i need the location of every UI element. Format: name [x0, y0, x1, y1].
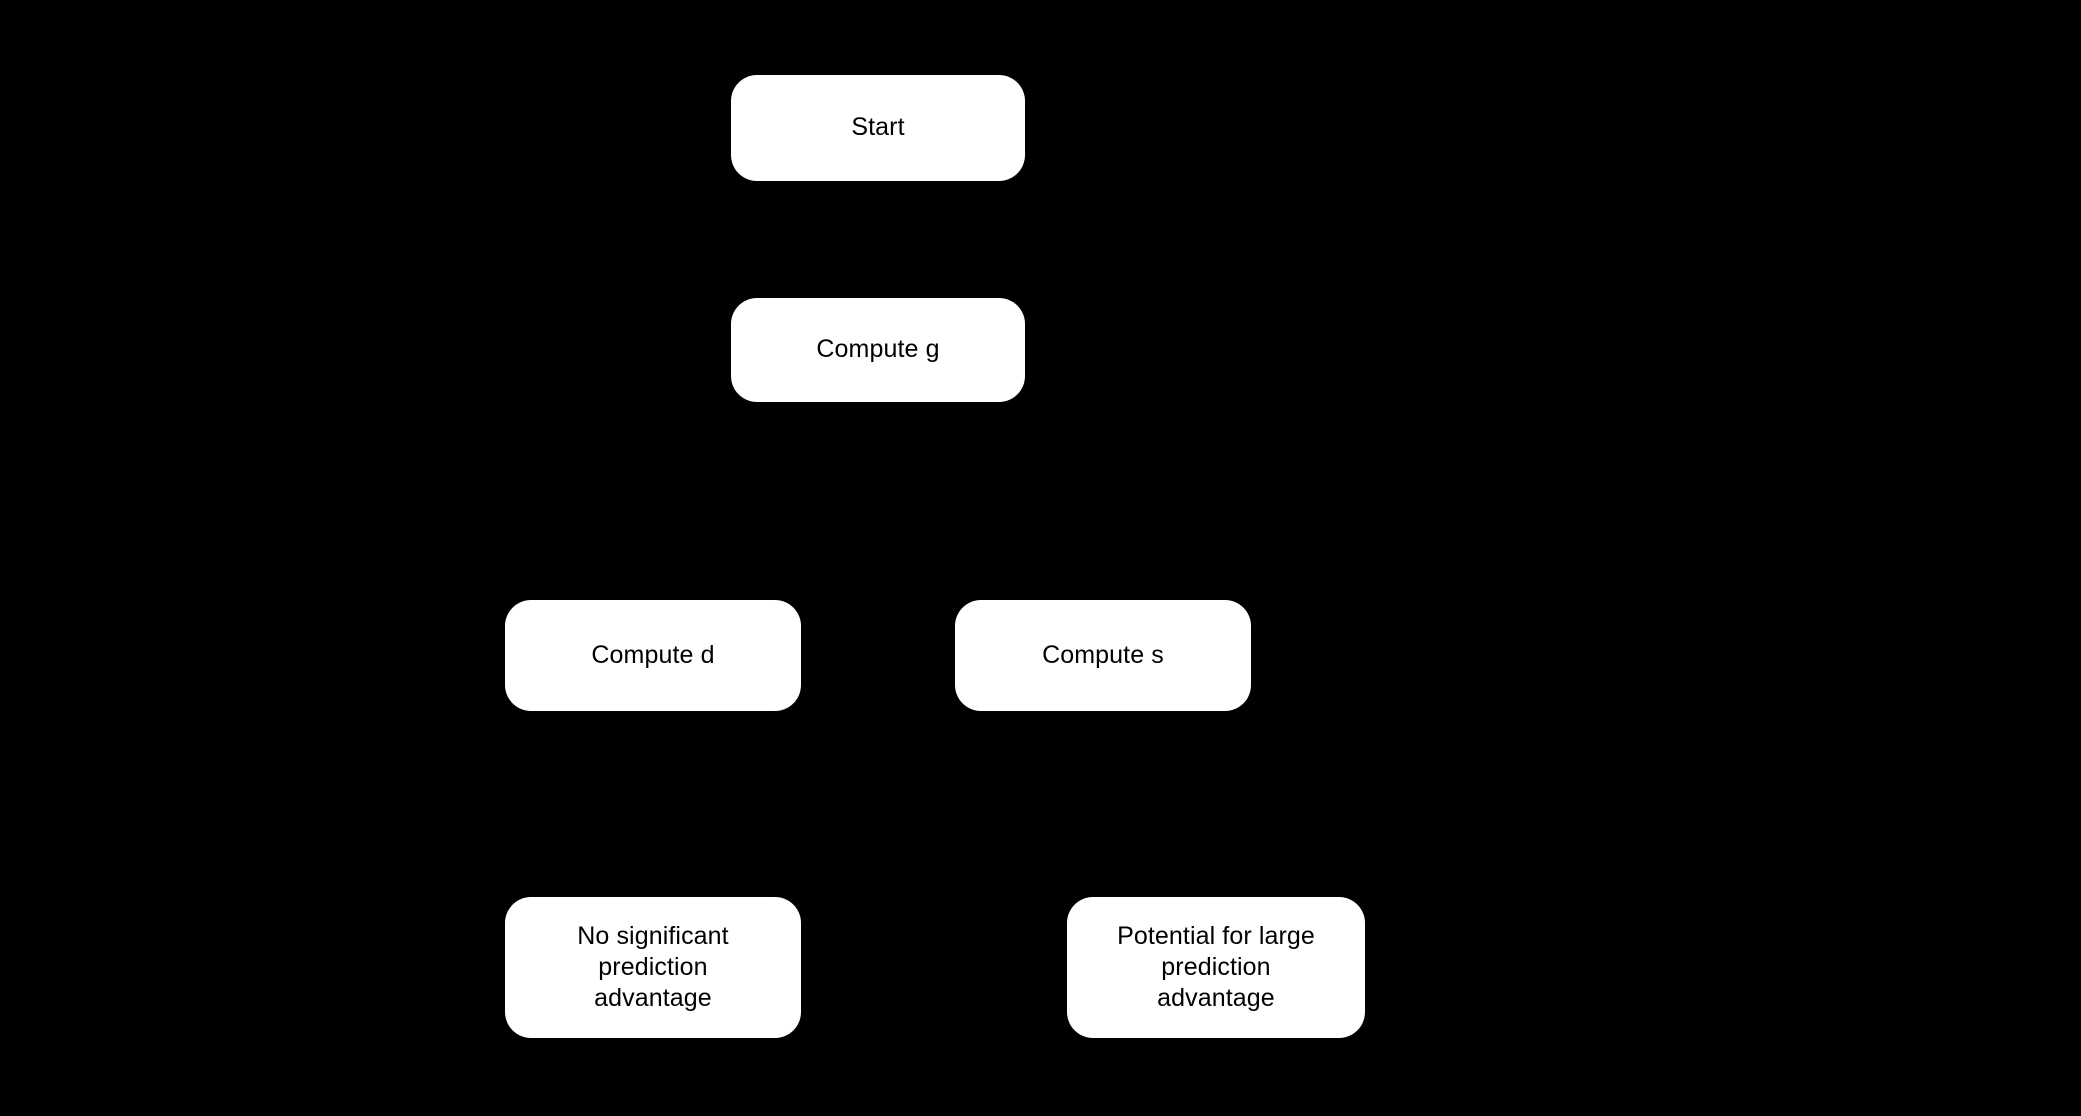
node-start[interactable]: Start [731, 75, 1025, 181]
edge-compute-s-to-large-advantage [1101, 710, 1207, 890]
node-potential-for-large-prediction-advantage[interactable]: Potential for large prediction advantage [1067, 897, 1365, 1038]
node-start-label: Start [851, 113, 905, 142]
arrowhead-compute-s-to-large-advantage [1197, 881, 1210, 897]
edge-compute-g-to-compute-d [663, 401, 837, 593]
node-potential-for-large-prediction-advantage-label: Potential for large prediction advantage [1117, 921, 1315, 1013]
arrowhead-compute-d-to-no-advantage [646, 883, 660, 897]
node-compute-s-label: Compute s [1042, 640, 1164, 669]
edge-compute-g-to-compute-s [919, 401, 1093, 593]
node-no-significant-prediction-advantage-label: No significant prediction advantage [577, 921, 729, 1013]
arrowhead-compute-g-to-compute-d [659, 584, 673, 600]
node-compute-d-label: Compute d [591, 640, 715, 669]
node-no-significant-prediction-advantage[interactable]: No significant prediction advantage [505, 897, 801, 1038]
arrowhead-compute-g-to-compute-s [1083, 584, 1097, 600]
node-compute-g[interactable]: Compute g [731, 298, 1025, 402]
node-compute-d[interactable]: Compute d [505, 600, 801, 711]
node-compute-g-label: Compute g [816, 335, 940, 364]
node-compute-s[interactable]: Compute s [955, 600, 1251, 711]
